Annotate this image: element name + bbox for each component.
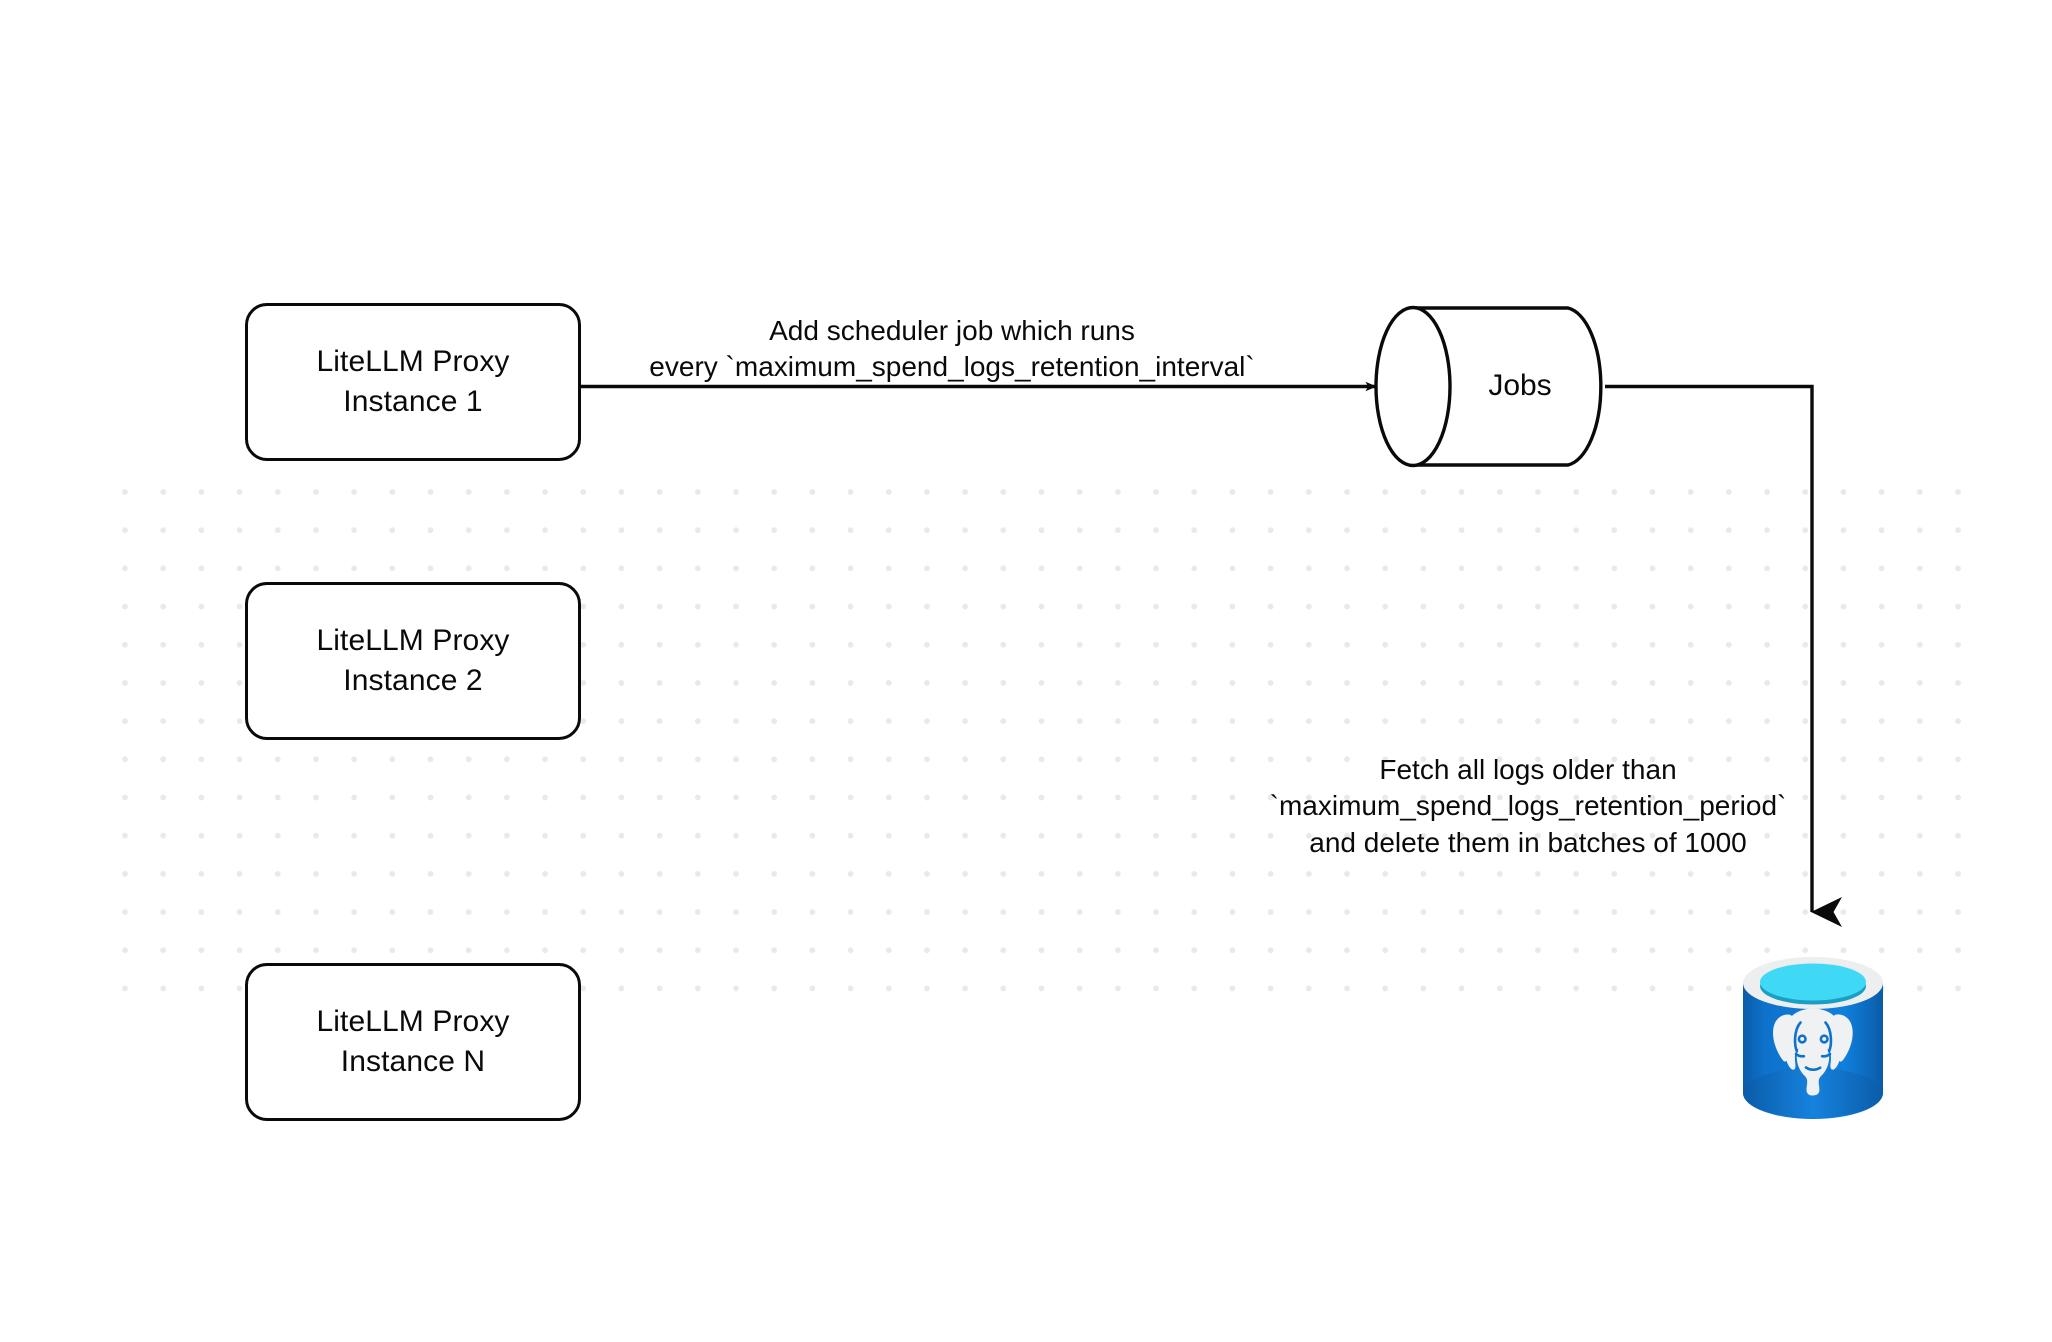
- postgres-database-icon[interactable]: [1740, 953, 1886, 1121]
- edge-label-fetch-line3: and delete them in batches of 1000: [1309, 826, 1747, 858]
- node-instance-n-line1: LiteLLM Proxy: [316, 1005, 510, 1039]
- jobs-cylinder-shape[interactable]: [1374, 305, 1603, 468]
- postgres-icon-shape: [1743, 957, 1883, 1119]
- node-instance-n-line2: Instance N: [340, 1045, 486, 1078]
- postgres-elephant-glyph: [1773, 1008, 1853, 1096]
- postgres-elephant-detail: [1793, 1021, 1833, 1072]
- node-instance-1-line2: Instance 1: [343, 385, 483, 418]
- edge-label-scheduler-line1: Add scheduler job which runs: [612, 313, 1292, 349]
- edge-label-fetch-line2: `maximum_spend_logs_retention_period`: [1269, 790, 1787, 822]
- edge-label-scheduler-highlight: Add scheduler: [769, 315, 949, 346]
- edge-label-scheduler-line1-rest: job which runs: [948, 315, 1135, 346]
- node-litellm-proxy-instance-n[interactable]: LiteLLM Proxy Instance N: [245, 963, 581, 1121]
- edge-label-fetch-line1: Fetch all logs older than: [1248, 752, 1808, 788]
- edge-label-fetch-old-logs: Fetch all logs older than `maximum_spend…: [1248, 752, 1808, 861]
- edge-jobs-to-postgres: [1605, 384, 1842, 927]
- node-litellm-proxy-instance-1[interactable]: LiteLLM Proxy Instance 1: [245, 303, 581, 461]
- node-instance-2-line2: Instance 2: [343, 664, 483, 697]
- edge-label-add-scheduler-job: Add scheduler job which runs every `maxi…: [612, 313, 1292, 386]
- edge-label-scheduler-line2: every `maximum_spend_logs_retention_inte…: [649, 351, 1255, 383]
- edge-label-fetch-highlight: Fetch all logs older than: [1379, 754, 1677, 785]
- node-instance-2-line1: LiteLLM Proxy: [316, 624, 510, 658]
- node-litellm-proxy-instance-2[interactable]: LiteLLM Proxy Instance 2: [245, 582, 581, 740]
- node-jobs-label: Jobs: [1488, 369, 1552, 402]
- node-instance-1-line1: LiteLLM Proxy: [316, 345, 510, 379]
